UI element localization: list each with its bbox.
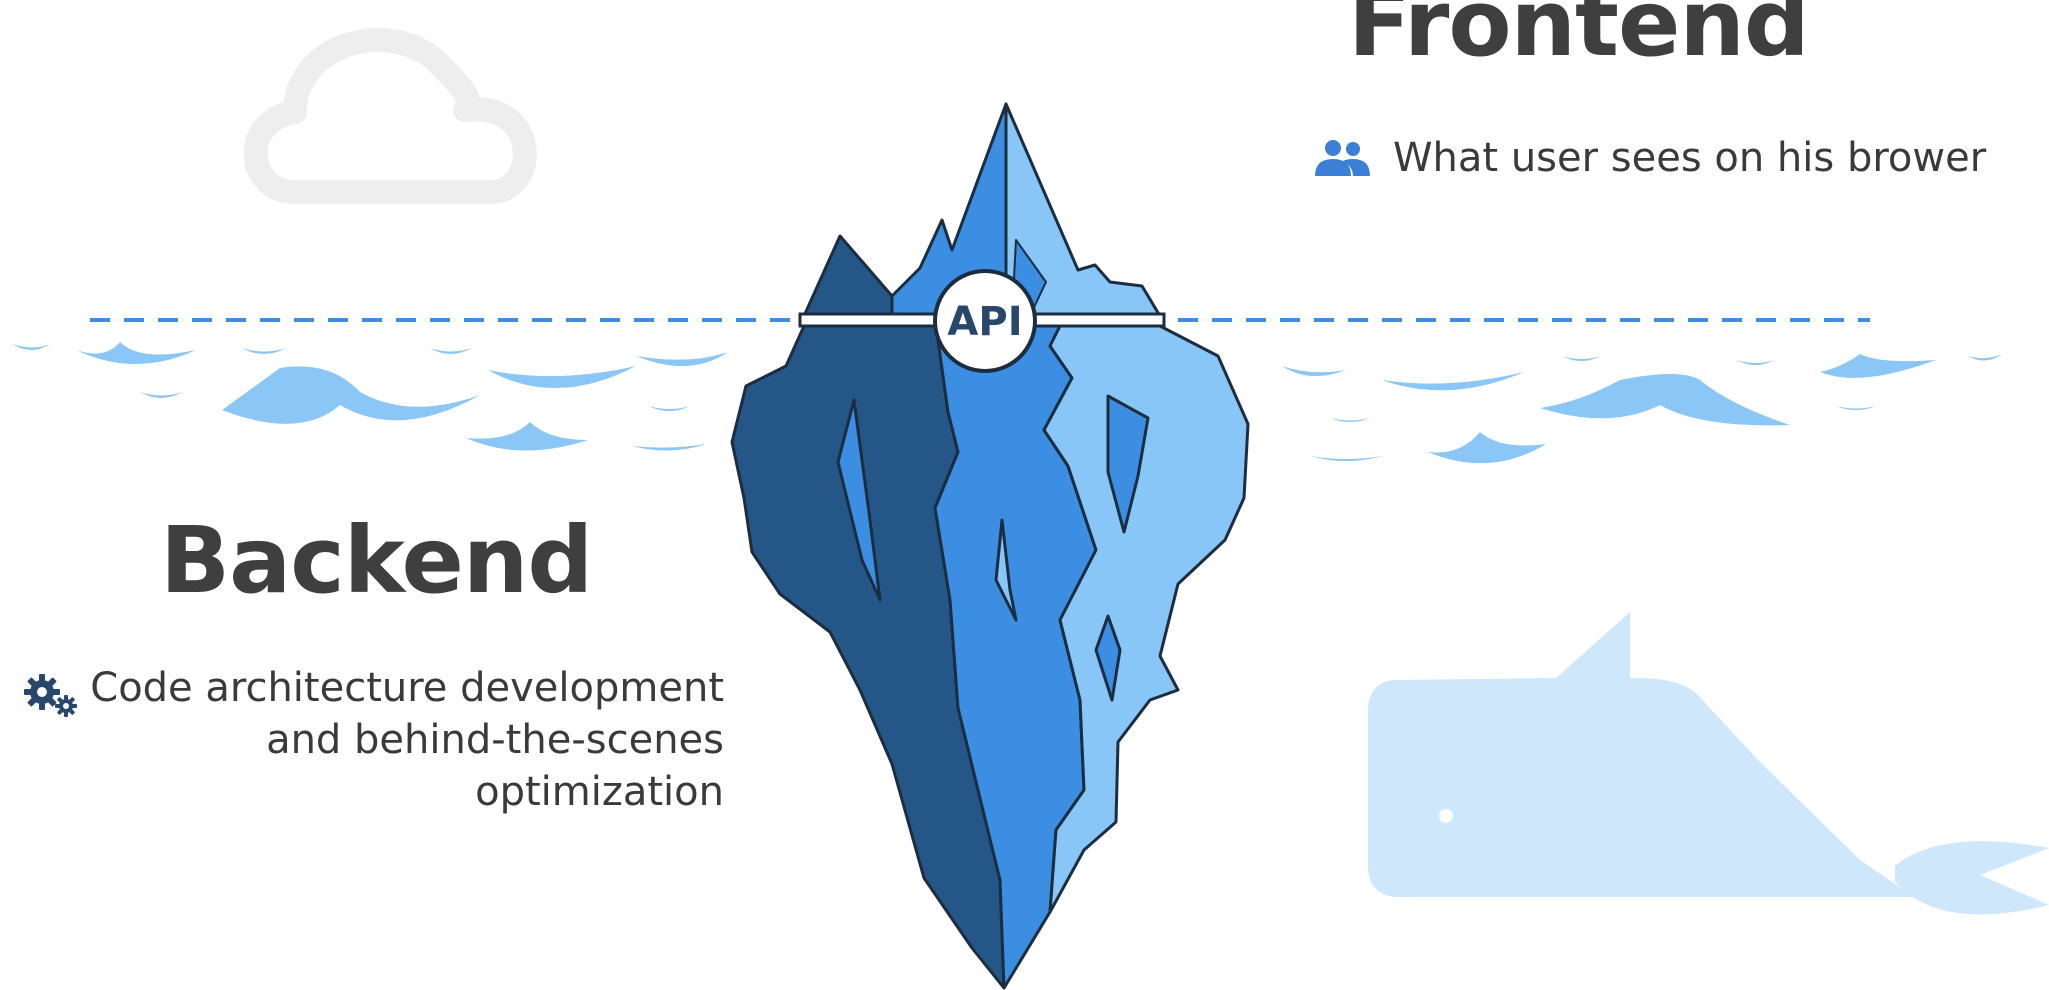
backend-description: Code architecture development and behind…	[18, 662, 724, 818]
cloud-icon	[243, 28, 537, 204]
api-node	[933, 269, 1037, 373]
api-label: API	[947, 299, 1022, 345]
whale-icon	[1368, 612, 2049, 915]
iceberg-base	[730, 324, 1250, 990]
frontend-description-text: What user sees on his brower	[1393, 135, 1987, 181]
waves	[12, 342, 2002, 464]
frontend-title: Frontend	[1348, 0, 1810, 77]
frontend-description: What user sees on his brower	[1313, 132, 1986, 184]
users-icon	[1315, 140, 1370, 176]
gears-icon	[24, 674, 77, 717]
backend-description-text: Code architecture development and behind…	[90, 665, 724, 815]
backend-title: Backend	[160, 507, 593, 614]
